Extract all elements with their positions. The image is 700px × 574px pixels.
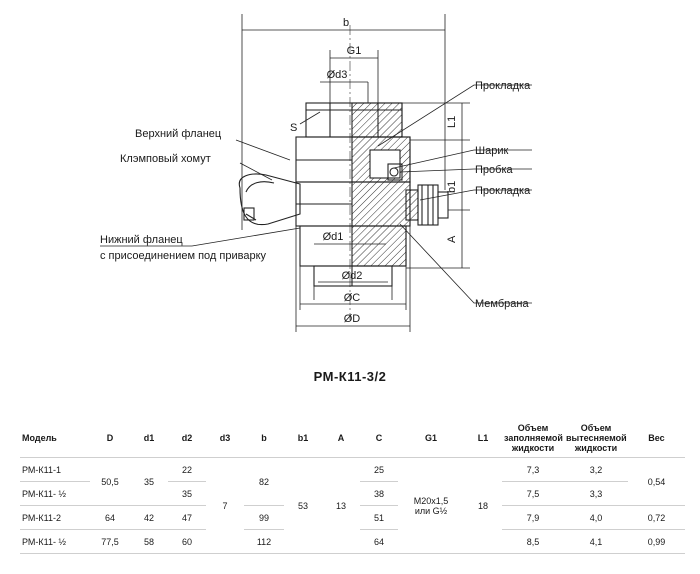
cell-model: РМ-К11- ½ — [20, 481, 90, 506]
cell-weight: 0,72 — [628, 505, 685, 530]
model-title: РМ-К11-3/2 — [313, 369, 387, 384]
side-fitting — [387, 163, 449, 226]
callout-upper-flange: Верхний фланец — [135, 128, 222, 140]
th-d2: d2 — [168, 419, 206, 458]
callout-ball: Шарик — [475, 145, 508, 157]
cell-fill: 7,3 — [502, 457, 564, 482]
th-g1: G1 — [398, 419, 464, 458]
clamp-lever — [238, 173, 301, 226]
cell-weight: 0,54 — [628, 457, 685, 506]
cell-g1: M20x1,5 или G½ — [398, 457, 464, 554]
cell-c: 25 — [360, 457, 398, 482]
th-d: D — [90, 419, 130, 458]
cell-d: 50,5 — [90, 457, 130, 506]
th-d3: d3 — [206, 419, 244, 458]
cell-fill: 7,9 — [502, 505, 564, 530]
th-l1: L1 — [464, 419, 502, 458]
cell-disp: 3,2 — [564, 457, 628, 482]
cell-disp: 4,1 — [564, 529, 628, 554]
dim-d: ØD — [344, 313, 361, 325]
g1-line-1: M20x1,5 — [413, 495, 449, 506]
cell-d: 77,5 — [90, 529, 130, 554]
cell-model: РМ-К11-1 — [20, 457, 90, 482]
cell-model: РМ-К11- ½ — [20, 529, 90, 554]
th-a: A — [322, 419, 360, 458]
cell-d1: 35 — [130, 457, 168, 506]
cell-d2: 47 — [168, 505, 206, 530]
cell-b1: 53 — [284, 457, 322, 554]
th-displaced-volume: Объем вытесняемой жидкости — [564, 419, 628, 458]
table-header-row: Модель D d1 d2 d3 b b1 A C G1 L1 Объем з… — [20, 419, 685, 458]
th-model: Модель — [20, 419, 90, 458]
cell-d2: 22 — [168, 457, 206, 482]
th-fill-volume: Объем заполняемой жидкости — [502, 419, 564, 458]
dim-a: A — [446, 235, 458, 243]
clamp-body — [295, 181, 411, 227]
callout-clamp: Клэмповый хомут — [120, 153, 211, 165]
cell-b: 112 — [244, 529, 284, 554]
dim-b1: b1 — [446, 181, 458, 193]
th-b1: b1 — [284, 419, 322, 458]
cell-d3: 7 — [206, 457, 244, 554]
table-row: РМ-К11-2 64 42 47 99 51 7,9 4,0 0,72 — [20, 505, 685, 530]
cell-l1: 18 — [464, 457, 502, 554]
dim-d1: Ød1 — [323, 231, 344, 243]
cell-d2: 60 — [168, 529, 206, 554]
cell-c: 51 — [360, 505, 398, 530]
top-nut — [305, 102, 403, 138]
th-c: C — [360, 419, 398, 458]
spec-table: Модель D d1 d2 d3 b b1 A C G1 L1 Объем з… — [20, 419, 685, 554]
cell-b: 99 — [244, 505, 284, 530]
callout-lower-flange-2: с присоединением под приварку — [100, 250, 267, 262]
dim-s: S — [290, 122, 297, 134]
cell-fill: 7,5 — [502, 481, 564, 506]
cell-model: РМ-К11-2 — [20, 505, 90, 530]
dim-g1: G1 — [347, 45, 362, 57]
lower-flange — [299, 225, 407, 287]
dim-c: ØC — [344, 292, 361, 304]
cell-d1: 42 — [130, 505, 168, 530]
valve-drawing: b G1 Ød3 S L1 b1 A Ød1 Ød2 ØC ØD Верхний… — [100, 14, 532, 332]
th-b: b — [244, 419, 284, 458]
cell-d1: 58 — [130, 529, 168, 554]
cell-c: 38 — [360, 481, 398, 506]
callout-lower-flange-1: Нижний фланец — [100, 234, 183, 246]
cell-d: 64 — [90, 505, 130, 530]
g1-line-2: или G½ — [414, 505, 448, 516]
table-row: РМ-К11- ½ 77,5 58 60 112 64 8,5 4,1 0,99 — [20, 529, 685, 554]
callout-gasket-top: Прокладка — [475, 80, 531, 92]
cell-d2: 35 — [168, 481, 206, 506]
cell-fill: 8,5 — [502, 529, 564, 554]
dim-d3: Ød3 — [327, 69, 348, 81]
th-weight: Вес — [628, 419, 685, 458]
dim-l1: L1 — [446, 116, 458, 128]
callout-plug: Пробка — [475, 164, 513, 176]
upper-flange — [295, 136, 411, 183]
table-row: РМ-К11-1 50,5 35 22 7 82 53 13 25 M20x1,… — [20, 457, 685, 554]
cell-weight: 0,99 — [628, 529, 685, 554]
cell-disp: 4,0 — [564, 505, 628, 530]
cell-a: 13 — [322, 457, 360, 554]
cell-b: 82 — [244, 457, 284, 506]
dim-b: b — [343, 17, 349, 29]
th-d1: d1 — [130, 419, 168, 458]
dim-d2: Ød2 — [342, 270, 363, 282]
callout-membrane: Мембрана — [475, 298, 529, 310]
cell-c: 64 — [360, 529, 398, 554]
cell-disp: 3,3 — [564, 481, 628, 506]
callout-gasket-bottom: Прокладка — [475, 185, 531, 197]
table-row: РМ-К11- ½ 35 38 7,5 3,3 — [20, 481, 685, 506]
